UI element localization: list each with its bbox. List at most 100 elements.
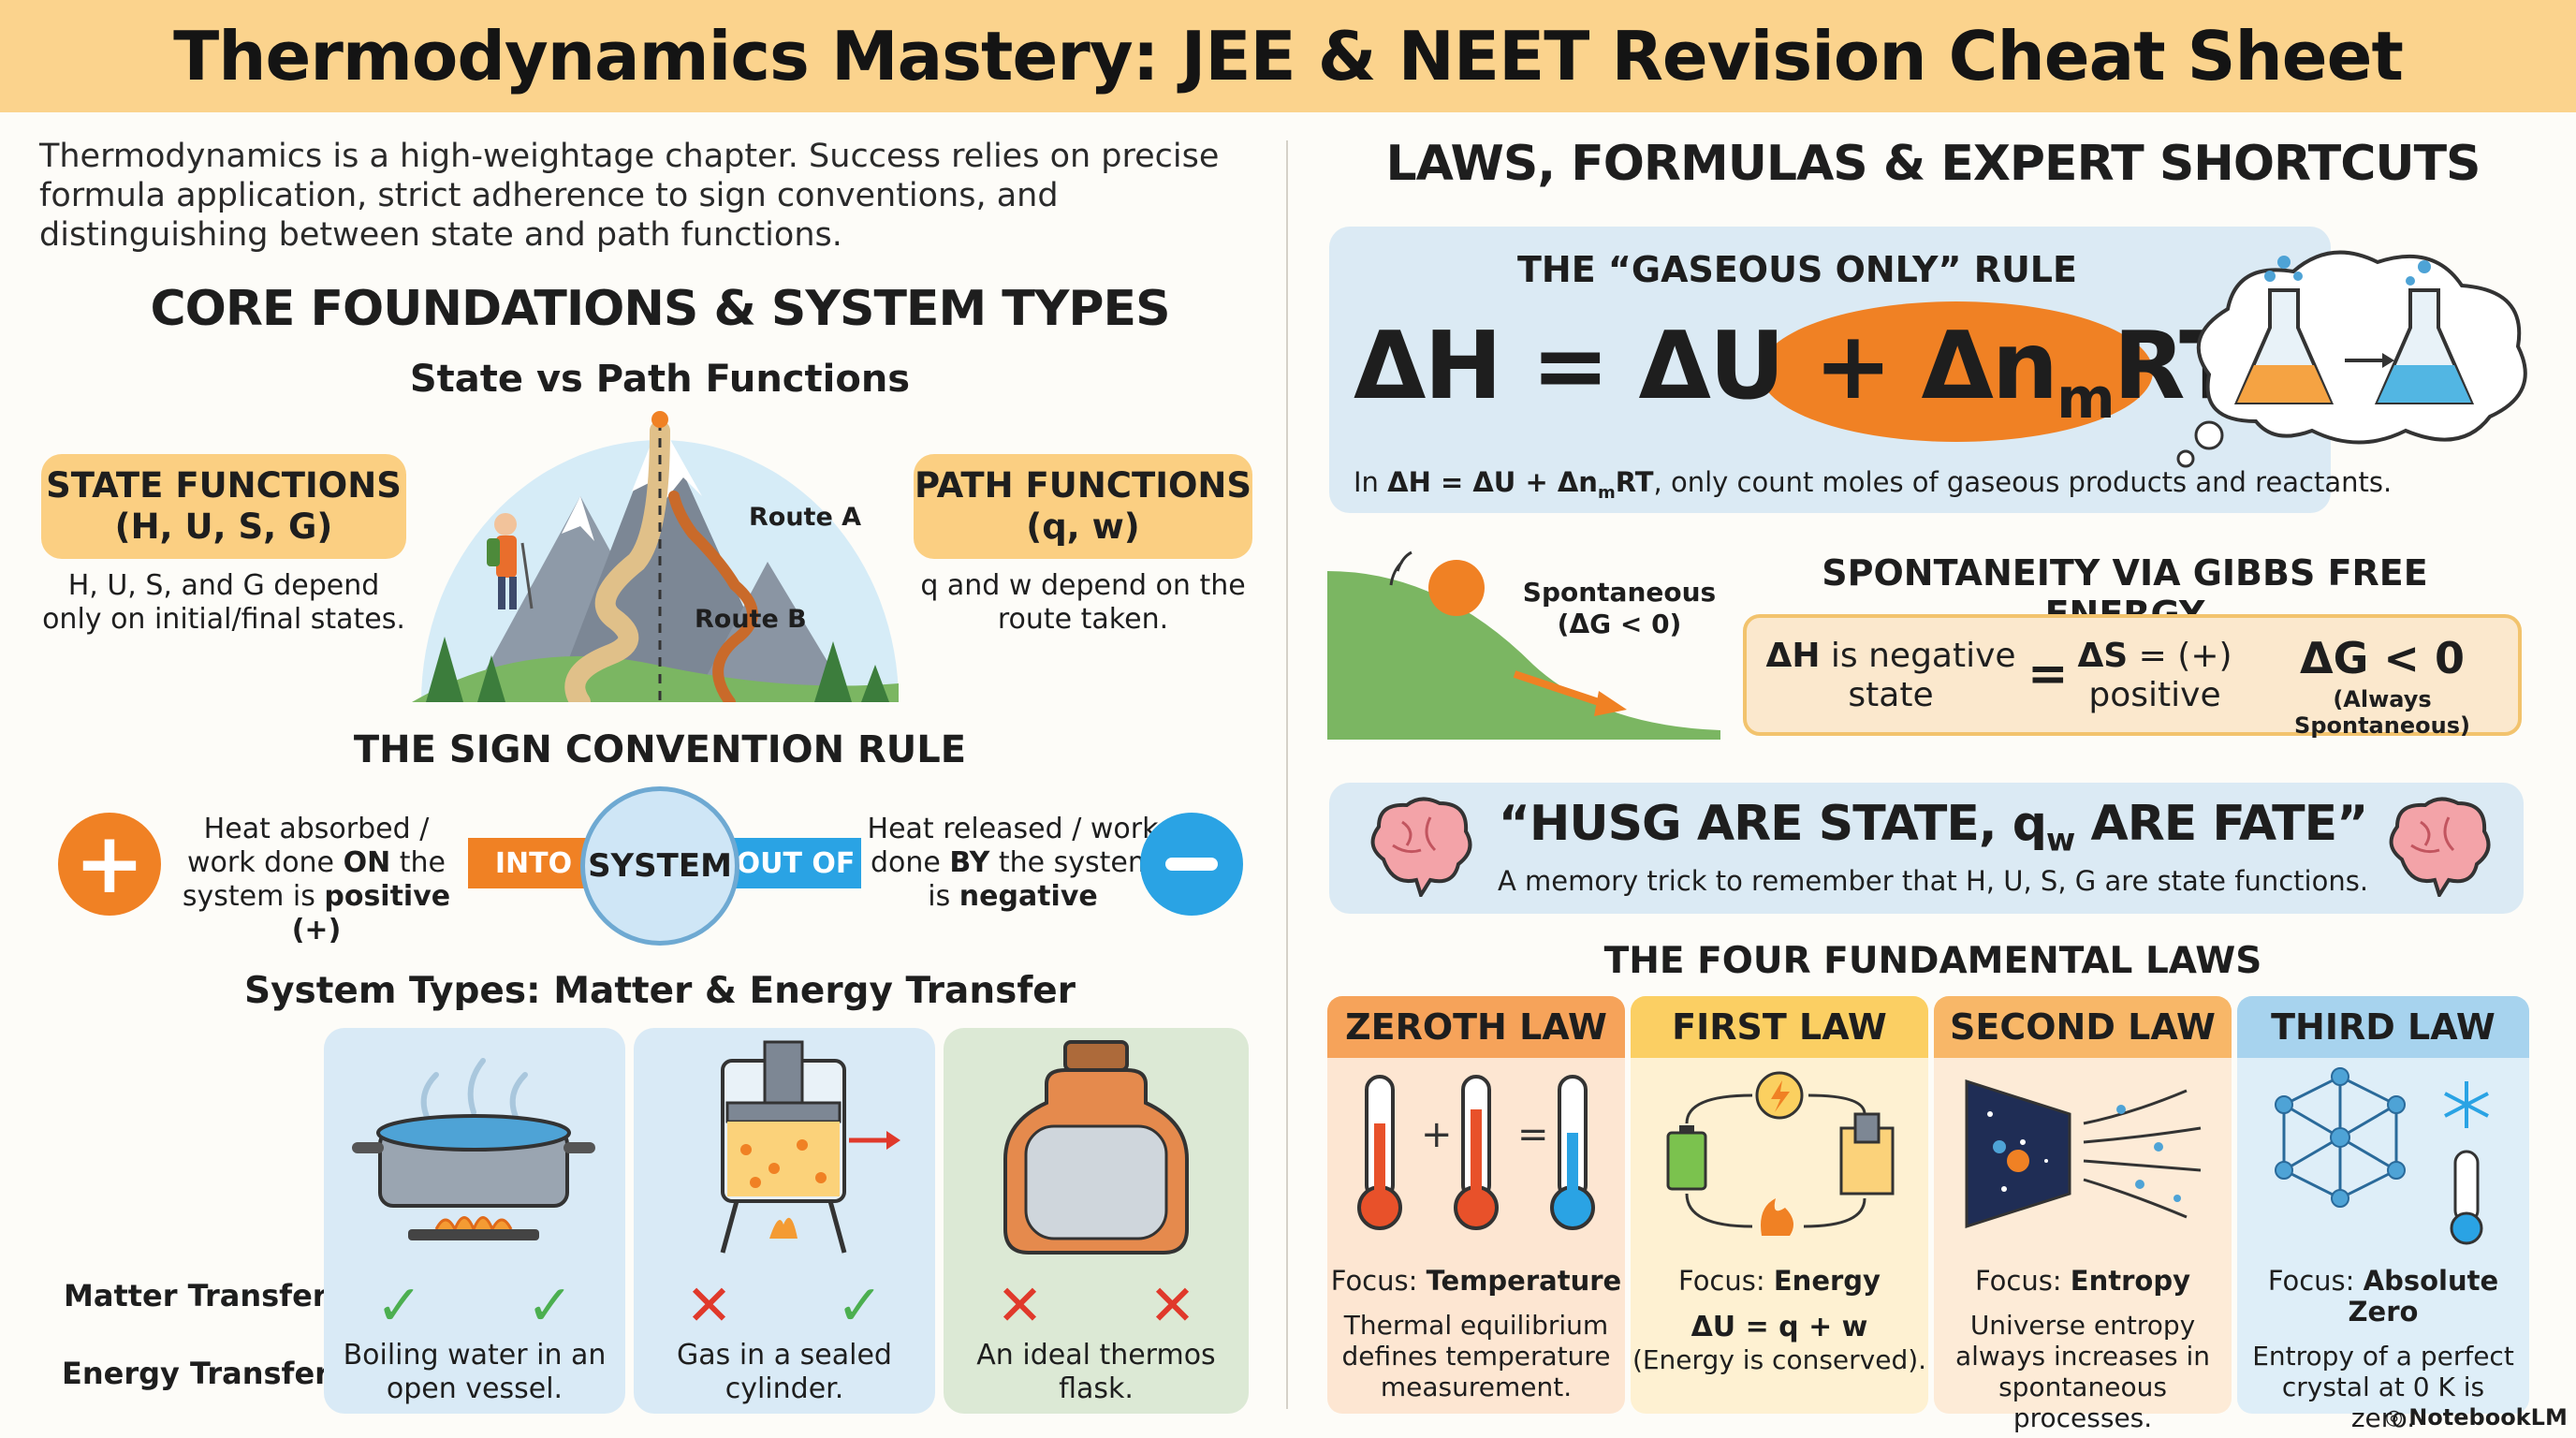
laws-heading: LAWS, FORMULAS & EXPERT SHORTCUTS — [1385, 136, 2481, 192]
four-laws-heading: THE FOUR FUNDAMENTAL LAWS — [1603, 940, 2262, 982]
state-functions-symbols: (H, U, S, G) — [114, 506, 333, 547]
thermometers-icon: += — [1357, 1075, 1595, 1230]
state-functions-title: STATE FUNCTIONS — [46, 465, 402, 506]
matter-transfer-label: Matter Transfer — [64, 1278, 328, 1313]
brain-icon — [1370, 797, 1472, 897]
sealed-cylinder-icon — [720, 1040, 900, 1254]
zeroth-law-focus-value: Temperature — [1426, 1265, 1622, 1297]
isolated-system-marks: ✕ ✕ — [944, 1273, 1249, 1339]
energy-check-icon: ✓ — [836, 1273, 884, 1339]
second-law-title: SECOND LAW — [1934, 996, 2232, 1058]
minus-icon — [1140, 813, 1243, 916]
open-system-caption: Boiling water in an open vessel. — [343, 1339, 607, 1405]
svg-text:+: + — [1421, 1113, 1453, 1156]
formula-sub: m — [2056, 366, 2115, 432]
spontaneous-label-1: Spontaneous — [1522, 577, 1717, 608]
open-system-card: ✓ ✓ Boiling water in an open vessel. — [324, 1028, 625, 1414]
matter-check-icon: ✓ — [375, 1273, 423, 1339]
sign-negative-bold-2: negative — [959, 880, 1098, 913]
gibbs-box — [1743, 614, 2522, 736]
second-law-focus-value: Entropy — [2070, 1265, 2191, 1297]
notebooklm-label: NotebookLM — [2408, 1404, 2568, 1431]
thermos-flask-icon — [1003, 1040, 1189, 1255]
formula-highlight — [1760, 301, 2153, 442]
gibbs-equals: = — [2027, 646, 2069, 702]
second-law-desc: Universe entropy always increases in spo… — [1954, 1310, 2211, 1433]
mnemonic-main-text: “HUSG ARE STATE, q — [1498, 796, 2047, 852]
gaseous-note: In ΔH = ΔU + ΔnmRT, only count moles of … — [1354, 466, 2392, 503]
boiling-pot-icon — [352, 1058, 595, 1240]
system-types-heading: System Types: Matter & Energy Transfer — [244, 970, 1076, 1012]
path-functions-symbols: (q, w) — [1026, 506, 1140, 547]
formula-dn: Δn — [1921, 311, 2059, 420]
isolated-system-caption: An ideal thermos flask. — [976, 1339, 1216, 1405]
notebooklm-brand: ◎ NotebookLM — [2385, 1404, 2568, 1431]
first-law-desc: (Energy is conserved). — [1632, 1344, 1927, 1375]
mnemonic-desc: A memory trick to remember that H, U, S,… — [1497, 865, 2369, 897]
spontaneous-label-2: (ΔG < 0) — [1557, 609, 1682, 639]
intro-text: Thermodynamics is a high-weightage chapt… — [39, 138, 1220, 254]
sign-negative-text-1: Heat released / work done — [867, 813, 1159, 879]
sign-negative-text-2: the system is — [928, 846, 1156, 913]
title-bar: Thermodynamics Mastery: JEE & NEET Revis… — [0, 0, 2576, 112]
zeroth-law-title: ZEROTH LAW — [1327, 996, 1625, 1058]
into-arrow: INTO — [468, 838, 599, 888]
thought-cloud-icon — [2176, 250, 2527, 468]
second-law-focus-prefix: Focus: — [1974, 1265, 2071, 1297]
open-system-marks: ✓ ✓ — [324, 1273, 625, 1339]
first-law-title: FIRST LAW — [1631, 996, 1928, 1058]
formula-left: ΔH = ΔU + — [1354, 311, 1922, 420]
first-law-formula: ΔU = q + w — [1690, 1311, 1868, 1343]
closed-system-marks: ✕ ✓ — [634, 1273, 935, 1339]
plus-icon: + — [58, 813, 161, 916]
second-law-focus: Focus: Entropy — [1934, 1266, 2232, 1297]
path-functions-pill: PATH FUNCTIONS (q, w) — [914, 454, 1252, 559]
mountain-illustration — [412, 411, 899, 702]
gaseous-note-1: In — [1354, 466, 1388, 498]
sign-positive-text-1: Heat absorbed / work done — [187, 813, 430, 879]
gibbs-dh-bold: ΔH — [1765, 637, 1821, 675]
column-divider — [1286, 140, 1288, 1409]
gaseous-formula: ΔH = ΔU + ΔnmRT — [1354, 311, 2243, 432]
third-law-title: THIRD LAW — [2237, 996, 2529, 1058]
notebooklm-logo-icon: ◎ — [2385, 1405, 2404, 1430]
gibbs-ds-bold: ΔS — [2077, 637, 2129, 675]
energy-cross-icon: ✕ — [1149, 1273, 1196, 1339]
gibbs-always: (Always Spontaneous) — [2294, 686, 2470, 739]
system-circle: SYSTEM — [580, 786, 739, 946]
second-law-card: SECOND LAW Focus: Entropy Universe entro… — [1934, 996, 2232, 1433]
sign-negative-text: Heat released / work done BY the system … — [863, 813, 1163, 914]
route-a-label: Route A — [749, 503, 862, 532]
sign-negative-bold-1: BY — [949, 846, 990, 879]
state-path-heading: State vs Path Functions — [409, 358, 911, 401]
isolated-system-card: ✕ ✕ An ideal thermos flask. — [944, 1028, 1249, 1414]
zeroth-law-focus-prefix: Focus: — [1330, 1265, 1427, 1297]
mnemonic-panel — [1329, 783, 2524, 914]
zeroth-law-desc: Thermal equilibrium defines temperature … — [1341, 1310, 1611, 1402]
sign-positive-text: Heat absorbed / work done ON the system … — [167, 813, 466, 947]
matter-cross-icon: ✕ — [685, 1273, 733, 1339]
universe-entropy-icon — [1965, 1078, 2202, 1229]
gibbs-dh: ΔH is negative state — [1760, 637, 2022, 715]
sign-positive-bold-2: positive (+) — [291, 880, 451, 946]
brain-icon — [2389, 797, 2491, 897]
spontaneous-slope-icon — [1327, 550, 1720, 740]
third-law-focus-prefix: Focus: — [2267, 1265, 2364, 1297]
spontaneous-label: Spontaneous (ΔG < 0) — [1516, 577, 1722, 640]
matter-cross-icon: ✕ — [996, 1273, 1044, 1339]
sign-positive-text-2: the system is — [182, 846, 446, 913]
core-foundations-heading: CORE FOUNDATIONS & SYSTEM TYPES — [150, 281, 1170, 337]
first-law-card: FIRST LAW Focus: Energy ΔU = q + w (Ener… — [1631, 996, 1928, 1414]
state-functions-pill: STATE FUNCTIONS (H, U, S, G) — [41, 454, 406, 559]
gibbs-dg: ΔG < 0 — [2300, 633, 2465, 683]
path-functions-desc: q and w depend on the route taken. — [920, 569, 1246, 636]
svg-text:=: = — [1517, 1113, 1549, 1156]
third-law-card: THIRD LAW Focus: Absolute Zero Entropy o… — [2237, 996, 2529, 1433]
first-law-focus: Focus: Energy — [1631, 1266, 1928, 1297]
third-law-focus: Focus: Absolute Zero — [2237, 1266, 2529, 1328]
gaseous-rule-title: THE “GASEOUS ONLY” RULE — [1517, 249, 2077, 290]
gaseous-note-sub: m — [1597, 482, 1616, 503]
crystal-icon — [2275, 1067, 2489, 1245]
first-law-focus-prefix: Focus: — [1678, 1265, 1774, 1297]
gaseous-note-2: , only count moles of gaseous products a… — [1653, 466, 2393, 498]
